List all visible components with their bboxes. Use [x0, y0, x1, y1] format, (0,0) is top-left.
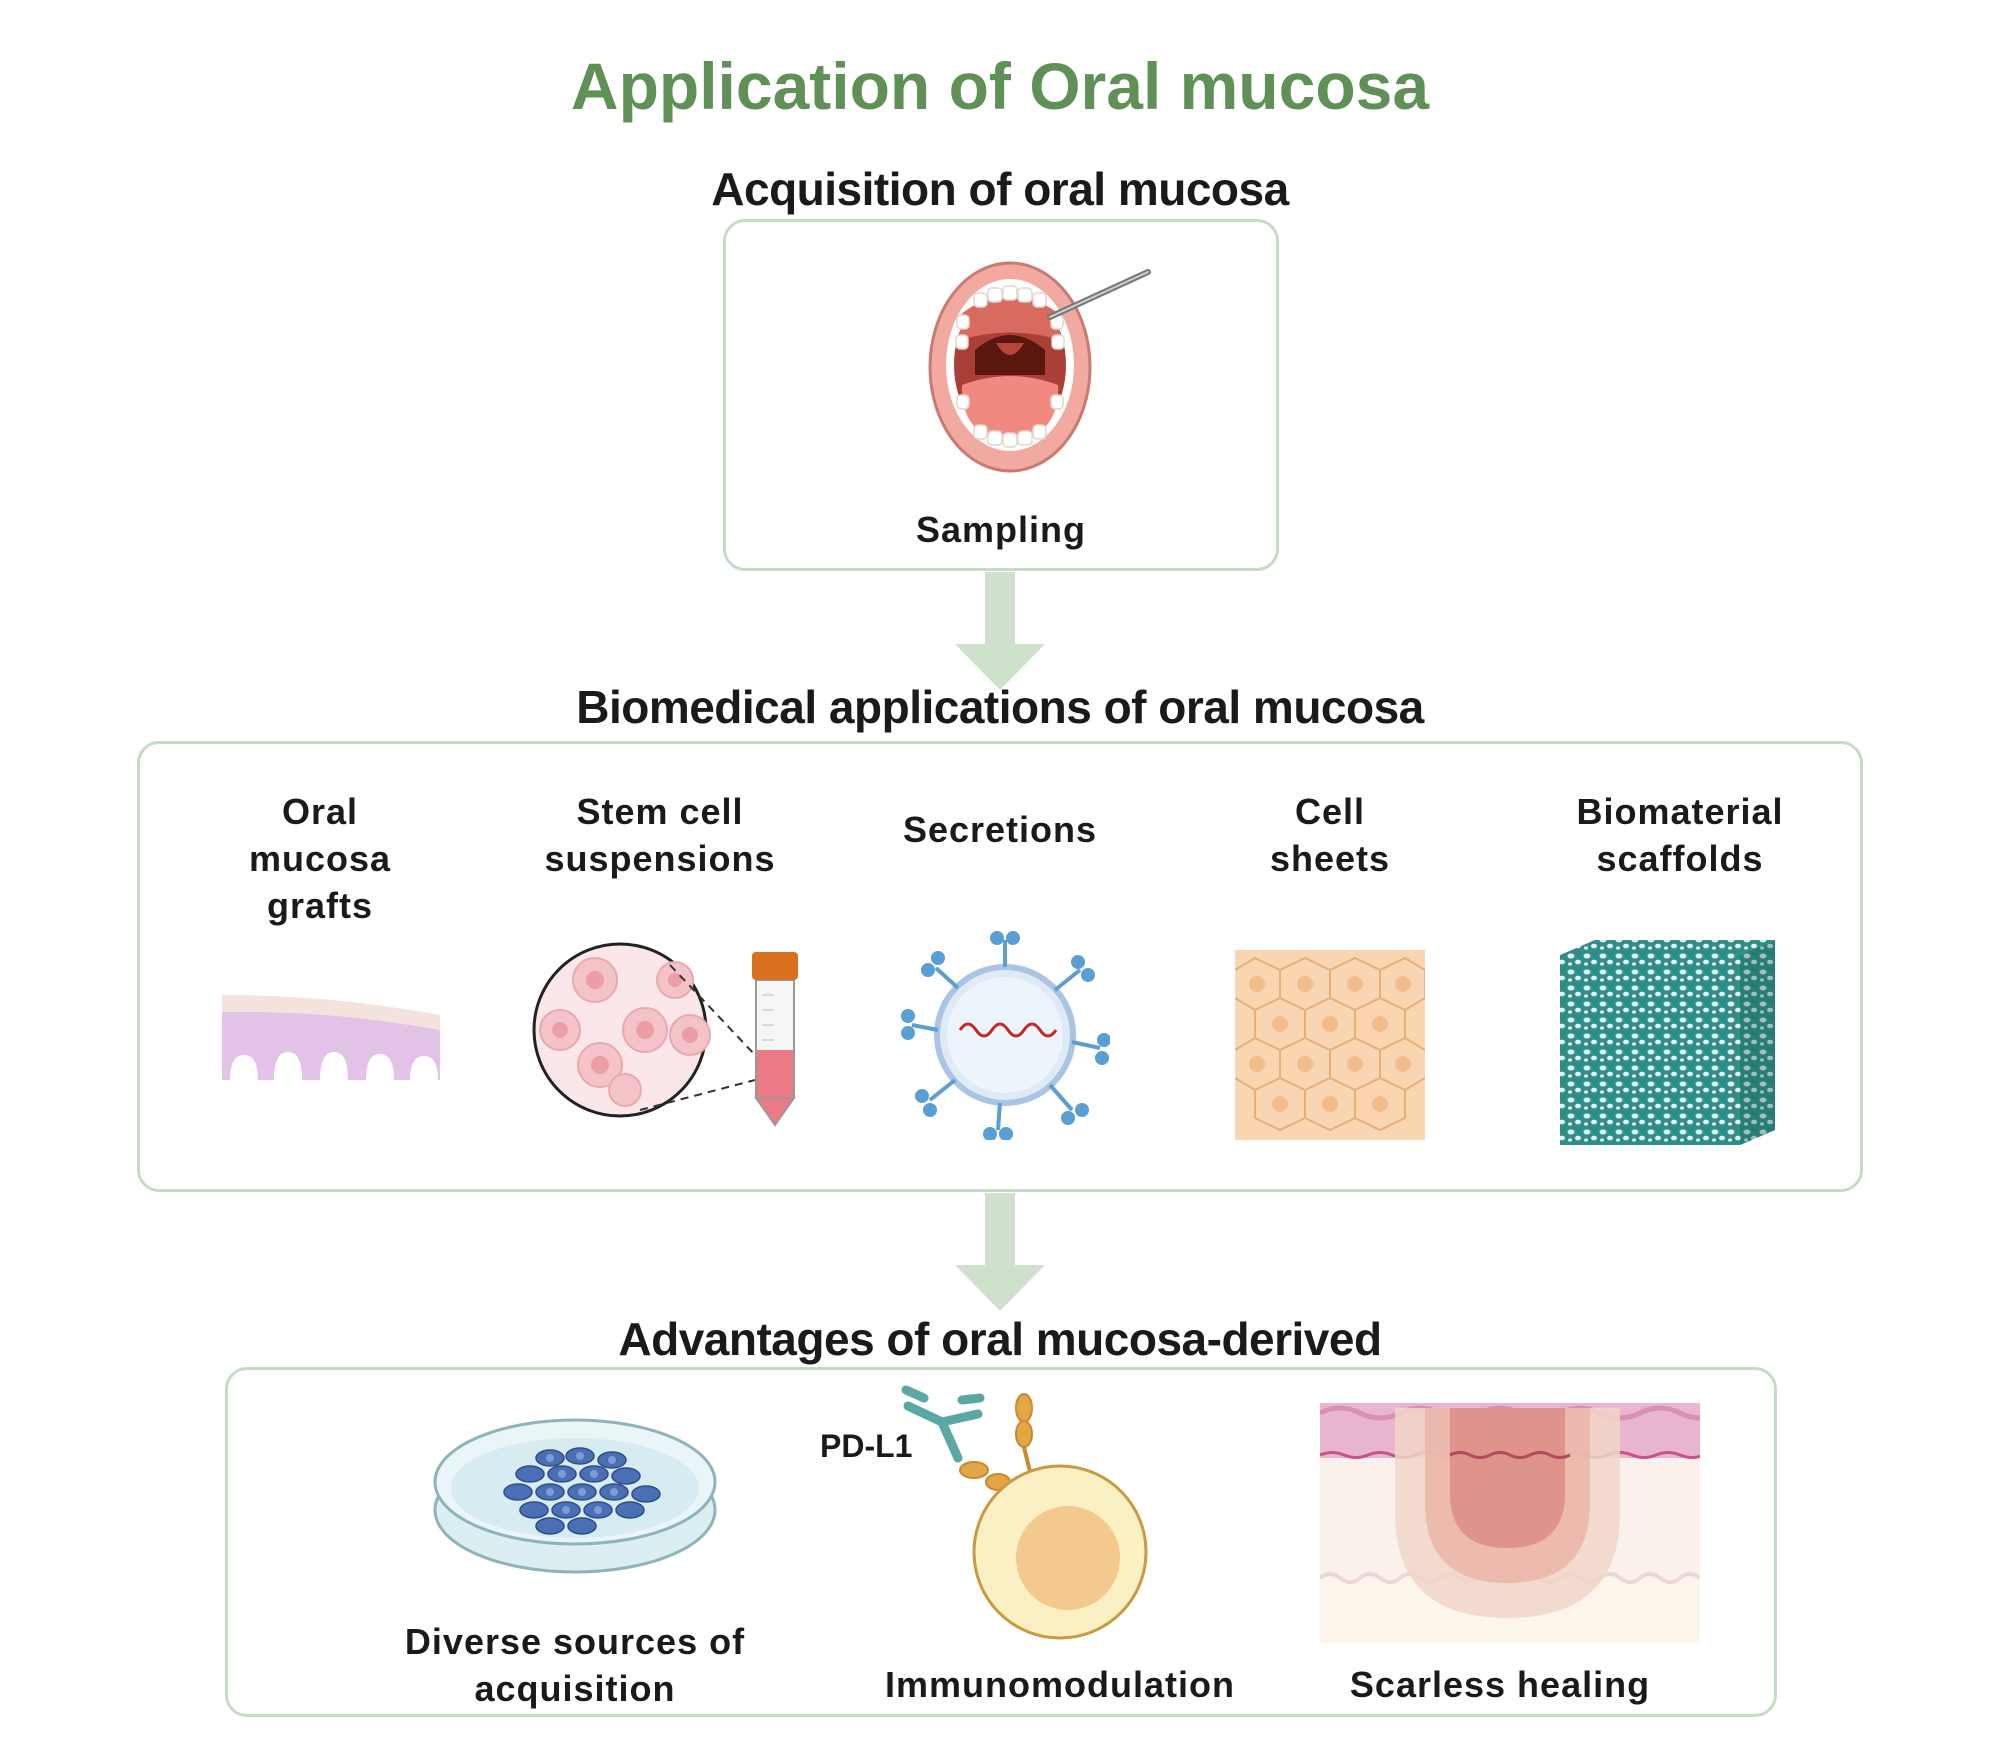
- page-title: Application of Oral mucosa: [570, 49, 1430, 123]
- stem-cell-suspensions-label: Stem cell suspensions: [544, 791, 776, 879]
- sampling-label: Sampling: [915, 509, 1087, 550]
- cell-sheet-icon: [1235, 950, 1425, 1140]
- open-mouth-icon: [928, 261, 1151, 473]
- cell-sheets-label: Cell sheets: [1269, 791, 1391, 879]
- secretions-label: Secretions: [902, 809, 1098, 850]
- biomedical-title: Biomedical applications of oral mucosa: [576, 681, 1424, 733]
- acquisition-title: Acquisition of oral mucosa: [711, 163, 1289, 215]
- stem-cell-suspension-icon: [532, 942, 798, 1127]
- immunomodulation-label: Immunomodulation: [885, 1664, 1235, 1705]
- pd-l1-label: PD-L1: [820, 1428, 913, 1464]
- oral-mucosa-grafts-label: Oral mucosa grafts: [248, 791, 392, 926]
- down-arrow-1: [955, 572, 1045, 690]
- skin-wound-icon: [1320, 1403, 1700, 1643]
- advantages-title: Advantages of oral mucosa-derived: [618, 1313, 1382, 1365]
- diverse-sources-label: Diverse sources of acquisition: [404, 1621, 746, 1709]
- scaffold-icon: [1560, 940, 1775, 1145]
- immune-cell-icon: [901, 1385, 1148, 1640]
- scarless-healing-label: Scarless healing: [1349, 1664, 1651, 1705]
- exosome-icon: [901, 931, 1110, 1140]
- petri-dish-icon: [433, 1418, 717, 1574]
- mucosa-graft-icon: [222, 995, 440, 1080]
- down-arrow-2: [955, 1193, 1045, 1311]
- biomaterial-scaffolds-label: Biomaterial scaffolds: [1576, 791, 1784, 879]
